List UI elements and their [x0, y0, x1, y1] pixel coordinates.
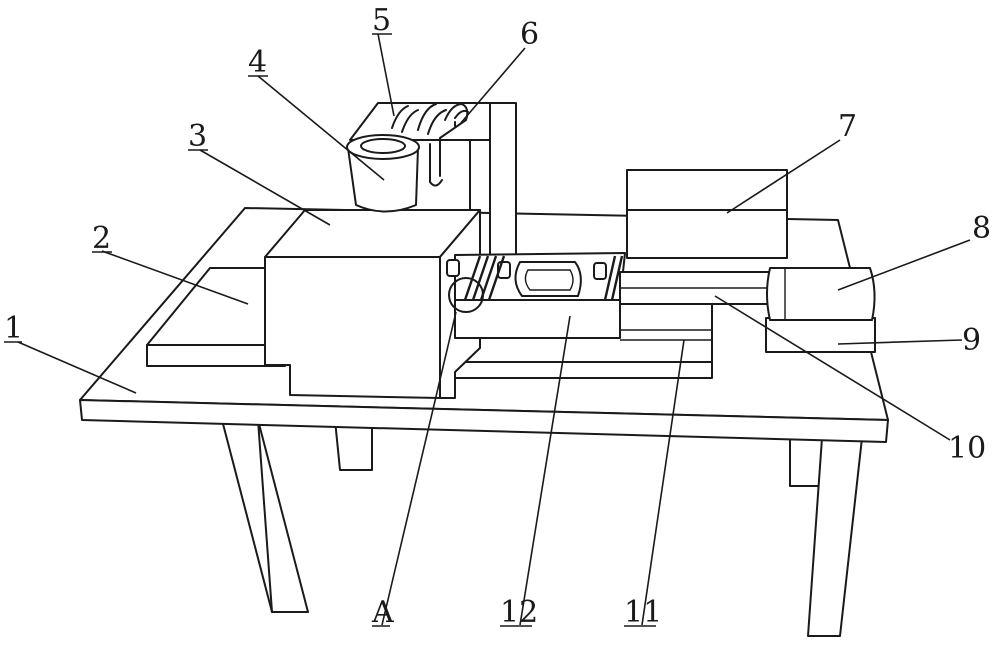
label-5: 5 [372, 3, 391, 38]
upper-box [627, 170, 787, 258]
label-7: 7 [838, 109, 857, 144]
label-4: 4 [248, 45, 267, 80]
drive-cylinder [766, 268, 875, 352]
label-6: 6 [520, 17, 539, 52]
label-a: A [371, 595, 394, 630]
label-10: 10 [948, 431, 986, 466]
table-legs [222, 420, 862, 636]
push-rod [620, 272, 770, 304]
label-11: 11 [624, 595, 662, 630]
label-12: 12 [500, 595, 538, 630]
label-9: 9 [962, 323, 981, 358]
mould-block [447, 253, 625, 338]
label-2: 2 [92, 221, 111, 256]
label-8: 8 [972, 211, 991, 246]
cylinder [347, 135, 419, 212]
label-3: 3 [188, 119, 207, 154]
main-box [265, 210, 480, 398]
label-1: 1 [4, 311, 23, 346]
